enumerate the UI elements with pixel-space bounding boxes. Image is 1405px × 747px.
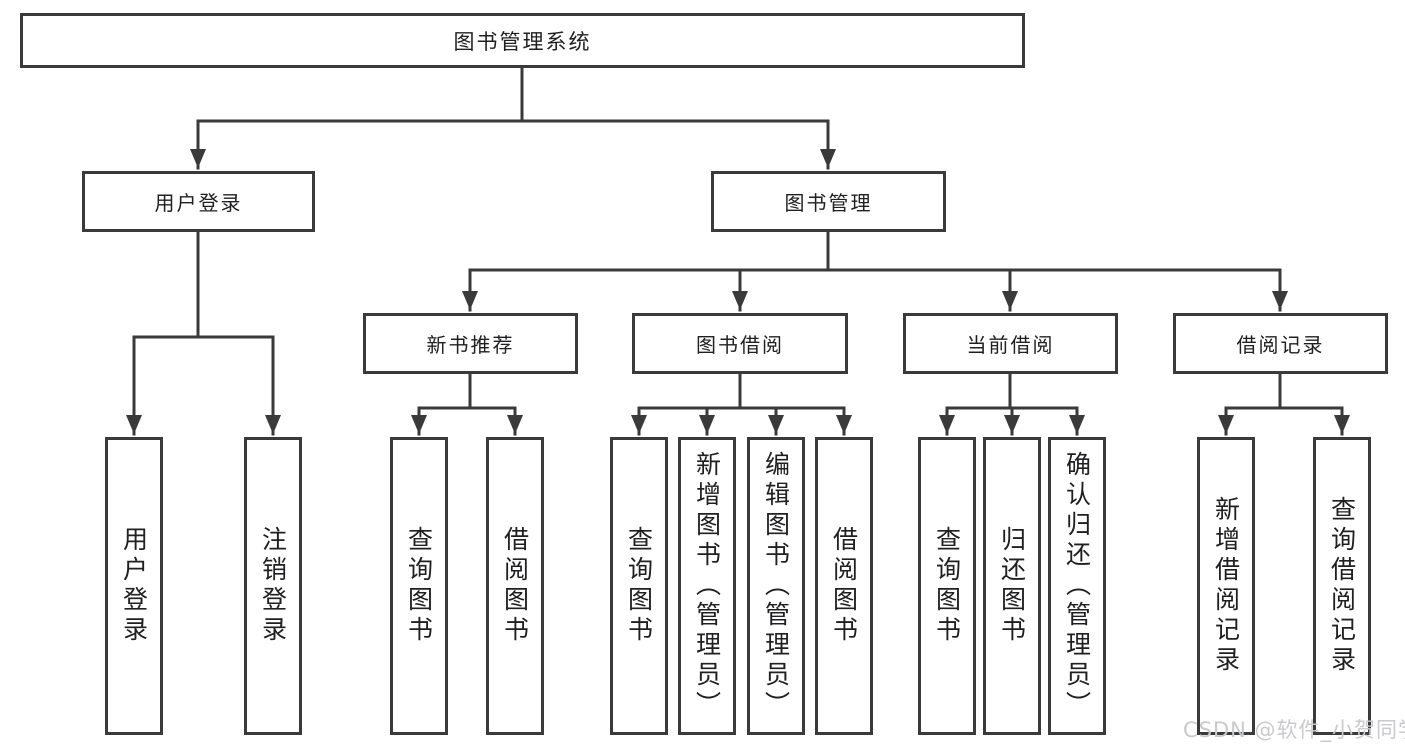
node-logout: 注销登录 [244, 437, 302, 735]
node-library-management-system: 图书管理系统 [20, 13, 1025, 68]
node-confirm-return-admin: 确认归还（管理员） [1048, 437, 1106, 735]
node-user-login-leaf: 用户登录 [105, 437, 163, 735]
node-query-books: 查询图书 [390, 437, 448, 735]
node-borrowing-records: 借阅记录 [1173, 313, 1388, 374]
node-borrow-books: 借阅图书 [486, 437, 544, 735]
node-add-borrow-record: 新增借阅记录 [1197, 437, 1255, 735]
node-borrow-books: 借阅图书 [815, 437, 873, 735]
csdn-watermark: CSDN @软件_小贺同学 [1183, 718, 1405, 742]
node-book-borrowing: 图书借阅 [632, 313, 848, 374]
node-new-book-recommendation: 新书推荐 [363, 313, 578, 374]
node-query-books: 查询图书 [610, 437, 668, 735]
node-edit-books-admin: 编辑图书（管理员） [747, 437, 805, 735]
node-add-books-admin: 新增图书（管理员） [678, 437, 736, 735]
node-user-login: 用户登录 [82, 171, 315, 232]
node-query-books: 查询图书 [918, 437, 976, 735]
node-book-management: 图书管理 [711, 171, 946, 232]
node-current-borrowing: 当前借阅 [903, 313, 1118, 374]
node-query-borrow-record: 查询借阅记录 [1313, 437, 1371, 735]
node-return-books: 归还图书 [983, 437, 1041, 735]
